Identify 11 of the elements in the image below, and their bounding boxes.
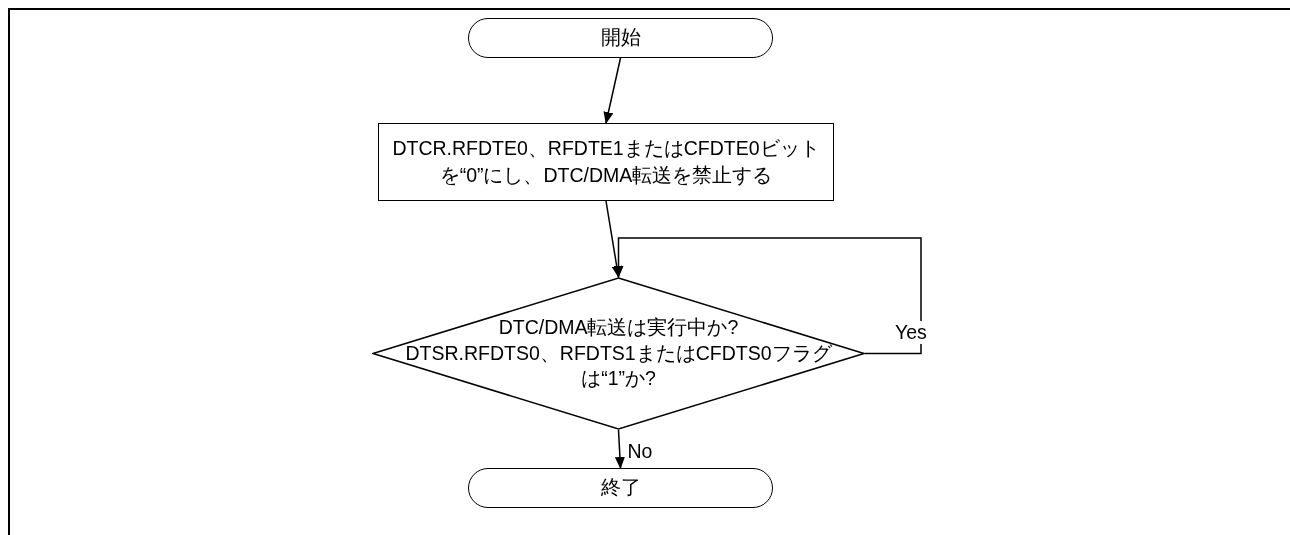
arrow bbox=[605, 200, 622, 278]
process-box: DTCR.RFDTE0、RFDTE1またはCFDTE0ビットを“0”にし、DTC/DMA転送を禁止する bbox=[378, 123, 834, 201]
arrow bbox=[603, 57, 622, 124]
terminator-shape: 開始 bbox=[468, 18, 773, 58]
decision-diamond bbox=[372, 277, 865, 430]
arrow bbox=[614, 429, 625, 469]
arrow bbox=[613, 237, 922, 355]
terminator-shape: 終了 bbox=[468, 468, 773, 508]
edge-label: Yes bbox=[893, 320, 929, 344]
condition-text: DTSR.RFDTS0、RFDTS1またはCFDTS0フラグは“1”か? bbox=[404, 340, 833, 392]
condition-text: DTC/DMA転送は実行中か? bbox=[497, 315, 740, 341]
